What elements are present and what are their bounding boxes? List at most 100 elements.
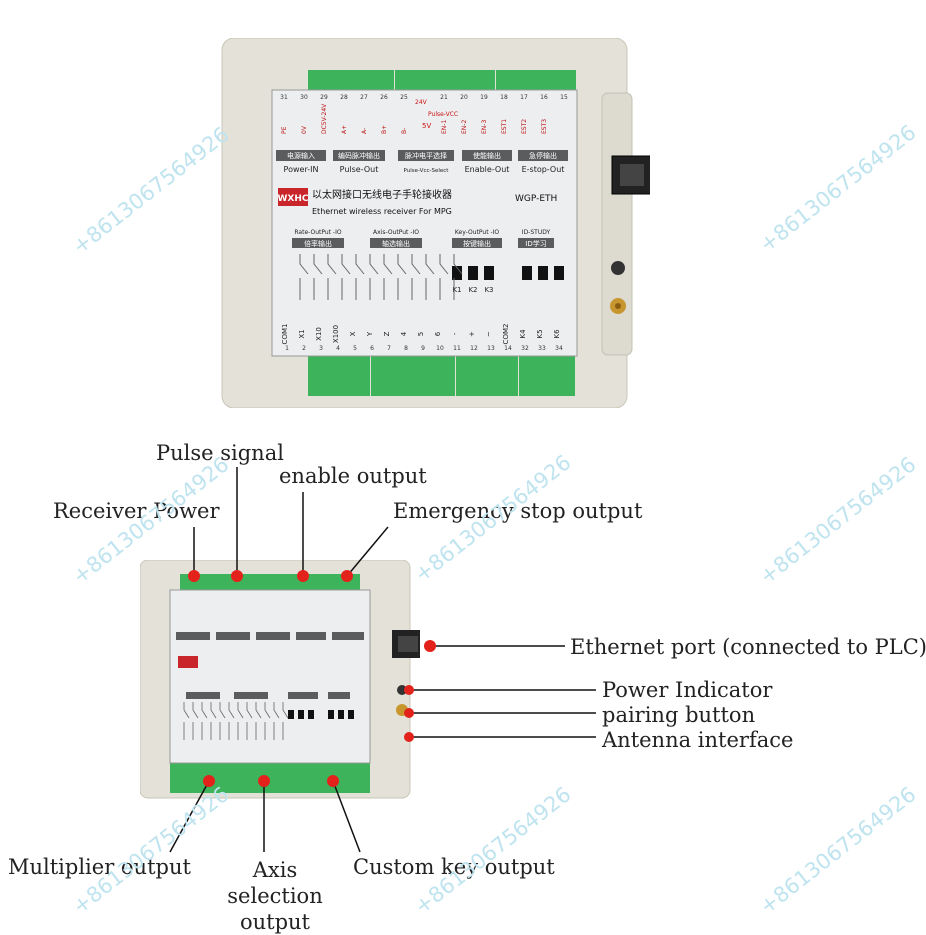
callout-emergency-stop-output: Emergency stop output	[393, 499, 643, 523]
bottom-pin-number: 5	[353, 345, 357, 352]
switch-line	[273, 702, 280, 740]
bottom-pin-number: 1	[285, 345, 289, 352]
relay-key-label: K3	[484, 286, 493, 294]
top-terminal-label: A-	[361, 128, 368, 134]
top-pin-number: 19	[480, 94, 488, 101]
switch-line	[246, 702, 253, 740]
bottom-pin-number: 6	[370, 345, 374, 352]
top-section-cn: 脉冲电平选择	[405, 151, 447, 160]
top-pin-number: 28	[340, 94, 348, 101]
top-pin-number: 18	[500, 94, 508, 101]
switch-line	[299, 254, 309, 300]
callout-enable-output: enable output	[279, 464, 427, 488]
top-terminal-label: EN-3	[481, 120, 488, 134]
switch-line	[255, 702, 262, 740]
bottom-section-en: ID-STUDY	[522, 229, 551, 236]
title-en: Ethernet wireless receiver For MPG	[312, 207, 452, 216]
callout-pairing-button: pairing button	[602, 703, 756, 727]
top-pin-number: 30	[300, 94, 308, 101]
callout-axis-selection-output: Axis selection output	[227, 858, 323, 934]
bottom-section-en: Rate-OutPut -IO	[294, 229, 341, 236]
bottom-pin-number: 13	[487, 345, 495, 352]
bottom-terminal-label: +	[468, 331, 476, 337]
switch-line	[369, 254, 379, 300]
top-pin-number: 17	[520, 94, 528, 101]
bottom-terminal-label: K6	[553, 329, 561, 339]
switch-line	[183, 702, 190, 740]
bottom-pin-number: 2	[302, 345, 306, 352]
switch-line	[228, 702, 235, 740]
bottom-section-en: Key-OutPut -IO	[455, 229, 499, 236]
top-pin-number: 29	[320, 94, 328, 101]
bottom-section-cn: 轴选输出	[382, 239, 410, 248]
top-terminal-label: B-	[401, 128, 408, 134]
top-pin-number: 20	[460, 94, 468, 101]
bottom-terminal-label: Y	[366, 331, 374, 337]
callout-ethernet-port: Ethernet port (connected to PLC)	[570, 635, 926, 659]
switch-line	[341, 254, 351, 300]
switch-line	[210, 702, 217, 740]
switch-line	[453, 254, 463, 300]
bottom-terminal-label: X1	[298, 329, 306, 338]
bottom-terminal-label: K4	[519, 329, 527, 339]
switch-line	[327, 254, 337, 300]
switch-line	[264, 702, 271, 740]
bottom-terminal-label: ~	[485, 331, 493, 337]
pulse-vcc-24v: 24V	[415, 99, 428, 106]
callout-markers	[188, 570, 436, 787]
switch-line	[355, 254, 365, 300]
switch-line	[425, 254, 435, 300]
top-pin-number: 21	[440, 94, 448, 101]
bottom-terminal-label: 5	[417, 332, 425, 336]
relay-key-label: K2	[468, 286, 477, 294]
bottom-section-cn: 按键输出	[463, 239, 491, 248]
callout-multiplier-output: Multiplier output	[8, 855, 191, 879]
top-terminal-label: EN-1	[441, 120, 448, 134]
bottom-section-en: Axis-OutPut -IO	[373, 229, 419, 236]
top-section-en: Pulse-Vcc-Select	[404, 168, 450, 174]
pulse-vcc-label: Pulse-VCC	[428, 111, 458, 118]
switch-line	[219, 702, 226, 740]
bottom-section-cn: 倍率输出	[304, 239, 332, 248]
top-pin-number: 26	[380, 94, 388, 101]
callout-pulse-signal: Pulse signal	[156, 441, 284, 465]
top-pin-number: 16	[540, 94, 548, 101]
top-section-en: Pulse-Out	[340, 165, 379, 174]
top-terminal-label: EST3	[541, 119, 548, 134]
bottom-terminal-label: Z	[383, 331, 391, 336]
bottom-terminal-label: X100	[332, 325, 340, 343]
bottom-pin-number: 3	[319, 345, 323, 352]
switch-line	[201, 702, 208, 740]
top-terminal-label: 0V	[301, 125, 308, 134]
bottom-pin-number: 34	[555, 345, 563, 352]
top-terminal-label: A+	[341, 125, 348, 134]
bottom-terminal-label: K5	[536, 329, 544, 338]
bottom-terminal-label: 4	[400, 331, 408, 336]
switch-line	[282, 702, 289, 740]
top-terminal-label: EST2	[521, 119, 528, 134]
switch-line	[383, 254, 393, 300]
bottom-pin-number: 14	[504, 345, 512, 352]
bottom-pin-number: 9	[421, 345, 425, 352]
top-pin-number: 27	[360, 94, 368, 101]
top-pin-number: 15	[560, 94, 568, 101]
switch-line	[237, 702, 244, 740]
top-pin-number: 25	[400, 94, 408, 101]
bottom-pin-number: 7	[387, 345, 391, 352]
bottom-pin-number: 8	[404, 345, 408, 352]
relay-key-label: K1	[452, 286, 461, 294]
brand-logo: WXHC	[277, 194, 308, 204]
bottom-device-photo	[140, 560, 420, 799]
top-pin-number: 31	[280, 94, 288, 101]
model-number: WGP-ETH	[515, 194, 557, 204]
bottom-terminal-label: X	[349, 331, 357, 336]
callout-antenna-interface: Antenna interface	[602, 728, 794, 752]
switch-line	[439, 254, 449, 300]
top-section-cn: 编码脉冲输出	[338, 151, 380, 160]
bottom-terminal-label: X10	[315, 327, 323, 341]
top-section-cn: 电源输入	[287, 151, 315, 160]
callout-receiver-power: Receiver Power	[53, 499, 220, 523]
pulse-vcc-5v: 5V	[422, 122, 431, 130]
top-terminal-label: DC5V-24V	[321, 103, 328, 134]
